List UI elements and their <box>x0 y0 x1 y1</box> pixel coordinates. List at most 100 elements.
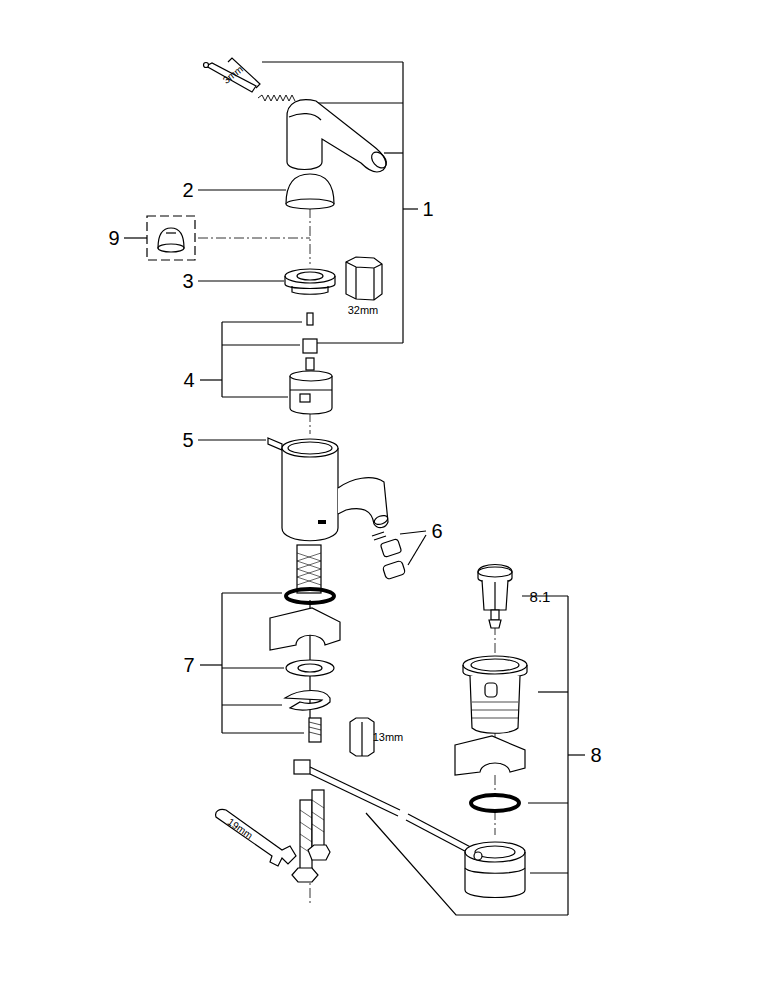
retaining-nut <box>285 269 335 283</box>
cartridge <box>290 371 332 381</box>
retaining-nut <box>198 280 284 281</box>
lever-handle <box>289 114 321 120</box>
axis-line <box>310 208 311 264</box>
pop-up-plug <box>489 620 501 628</box>
option-part <box>124 216 195 260</box>
mixer-body <box>198 438 389 541</box>
mounting-set <box>298 664 322 672</box>
mounting-set <box>222 704 282 705</box>
pop-up-plug <box>478 565 512 583</box>
option-part <box>124 237 147 238</box>
cover-cap <box>198 189 286 190</box>
grub-screw <box>258 95 295 101</box>
waste-bracket <box>530 872 568 873</box>
hex-socket <box>346 257 382 300</box>
waste-bracket <box>568 754 585 755</box>
axis-line <box>198 238 310 239</box>
allen-key <box>204 63 209 68</box>
callout-number: 4 <box>183 370 194 390</box>
axis-line <box>310 412 311 434</box>
callout-number: 8 <box>590 745 601 765</box>
option-part <box>166 232 176 233</box>
cartridge <box>307 313 313 325</box>
mounting-set <box>221 593 222 733</box>
axis-line <box>495 775 496 790</box>
cartridge <box>303 339 317 353</box>
waste-bracket <box>538 691 568 692</box>
lift-rod <box>294 760 310 774</box>
dimension-label: 32mm <box>348 305 379 316</box>
mounting-set <box>200 589 374 756</box>
hex-socket <box>346 262 382 300</box>
callout-number: 7 <box>183 655 194 675</box>
pop-up-plug <box>491 610 499 620</box>
pop-up-plug <box>478 567 512 577</box>
aerator <box>372 532 386 540</box>
callout-number: 3 <box>182 271 193 291</box>
waste-flange <box>455 656 527 811</box>
open-spanner <box>216 809 296 866</box>
mounting-set <box>222 667 284 668</box>
allen-key <box>206 63 256 92</box>
open-spanner <box>216 809 296 866</box>
pop-up-plug <box>494 582 495 610</box>
mounting-set <box>285 691 330 711</box>
waste-body <box>465 842 525 898</box>
aerator <box>400 531 426 534</box>
retaining-nut <box>292 286 328 294</box>
group-bracket <box>262 61 403 62</box>
mixer-body <box>338 478 388 528</box>
waste-body <box>465 852 525 898</box>
group-bracket <box>316 342 403 343</box>
cartridge <box>300 394 310 402</box>
grub-screw <box>258 95 295 101</box>
cartridge <box>222 344 300 345</box>
mounting-set <box>200 664 222 665</box>
lift-rod <box>366 813 568 915</box>
group-bracket <box>384 152 403 153</box>
cartridge <box>200 379 222 380</box>
mixer-body <box>282 439 338 457</box>
axis-line <box>495 810 496 835</box>
waste-body <box>465 842 525 862</box>
flex-hose <box>297 553 321 585</box>
waste-body <box>465 868 525 873</box>
mixer-body <box>318 520 326 524</box>
mounting-set <box>309 722 321 735</box>
mixer-body <box>373 514 389 526</box>
group-bracket <box>318 102 403 103</box>
waste-flange <box>463 656 527 674</box>
waste-bracket <box>522 596 585 915</box>
waste-bracket <box>528 802 568 803</box>
retaining-nut <box>198 269 335 294</box>
group-bracket <box>403 208 418 209</box>
mixer-body <box>268 438 282 450</box>
cartridge <box>222 396 288 397</box>
cartridge <box>221 322 222 397</box>
mounting-set <box>350 718 374 756</box>
option-part <box>158 244 184 252</box>
mounting-set <box>270 608 340 650</box>
mounting-set <box>286 589 334 603</box>
hex-socket <box>346 257 382 300</box>
supply-hose <box>292 790 330 882</box>
callout-number: 8.1 <box>530 589 551 604</box>
supply-hose <box>308 845 330 860</box>
waste-flange <box>455 736 525 775</box>
cartridge <box>290 389 332 390</box>
cartridge <box>200 313 332 414</box>
cartridge <box>222 321 302 322</box>
waste-flange <box>485 683 497 697</box>
mounting-set <box>361 722 362 756</box>
lift-rod <box>294 760 568 915</box>
axis-line <box>495 625 496 655</box>
group-bracket <box>402 62 403 343</box>
waste-flange <box>471 659 519 671</box>
option-part <box>147 216 195 260</box>
aerator <box>380 539 401 558</box>
callout-number: 6 <box>431 521 442 541</box>
axis-line <box>198 208 495 905</box>
cartridge <box>290 376 332 414</box>
lever-handle <box>287 100 386 172</box>
